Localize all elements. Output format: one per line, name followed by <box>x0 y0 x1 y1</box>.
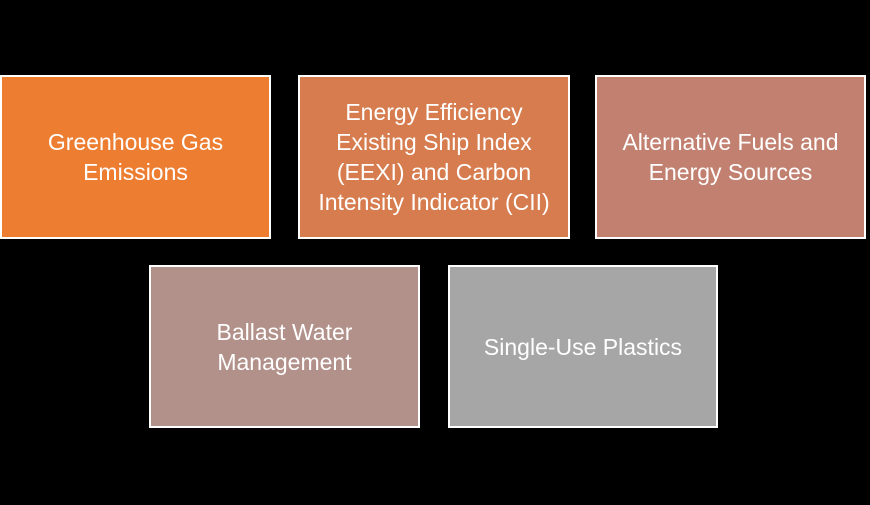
topic-box-ballast-water-management: Ballast Water Management <box>149 265 420 428</box>
topic-box-eexi-and-cii: Energy Efficiency Existing Ship Index (E… <box>298 75 570 239</box>
topic-box-alternative-fuels-and-energy-sources: Alternative Fuels and Energy Sources <box>595 75 866 239</box>
topic-box-label: Single-Use Plastics <box>483 333 683 360</box>
topic-box-label: Ballast Water Management <box>216 318 353 375</box>
topic-box-label: Alternative Fuels and Energy Sources <box>622 129 839 185</box>
topic-box-single-use-plastics: Single-Use Plastics <box>448 265 718 428</box>
topic-box-greenhouse-gas-emissions: Greenhouse Gas Emissions <box>0 75 271 239</box>
topic-box-label: Greenhouse Gas Emissions <box>47 129 224 185</box>
topic-box-label: Energy Efficiency Existing Ship Index (E… <box>318 99 550 215</box>
